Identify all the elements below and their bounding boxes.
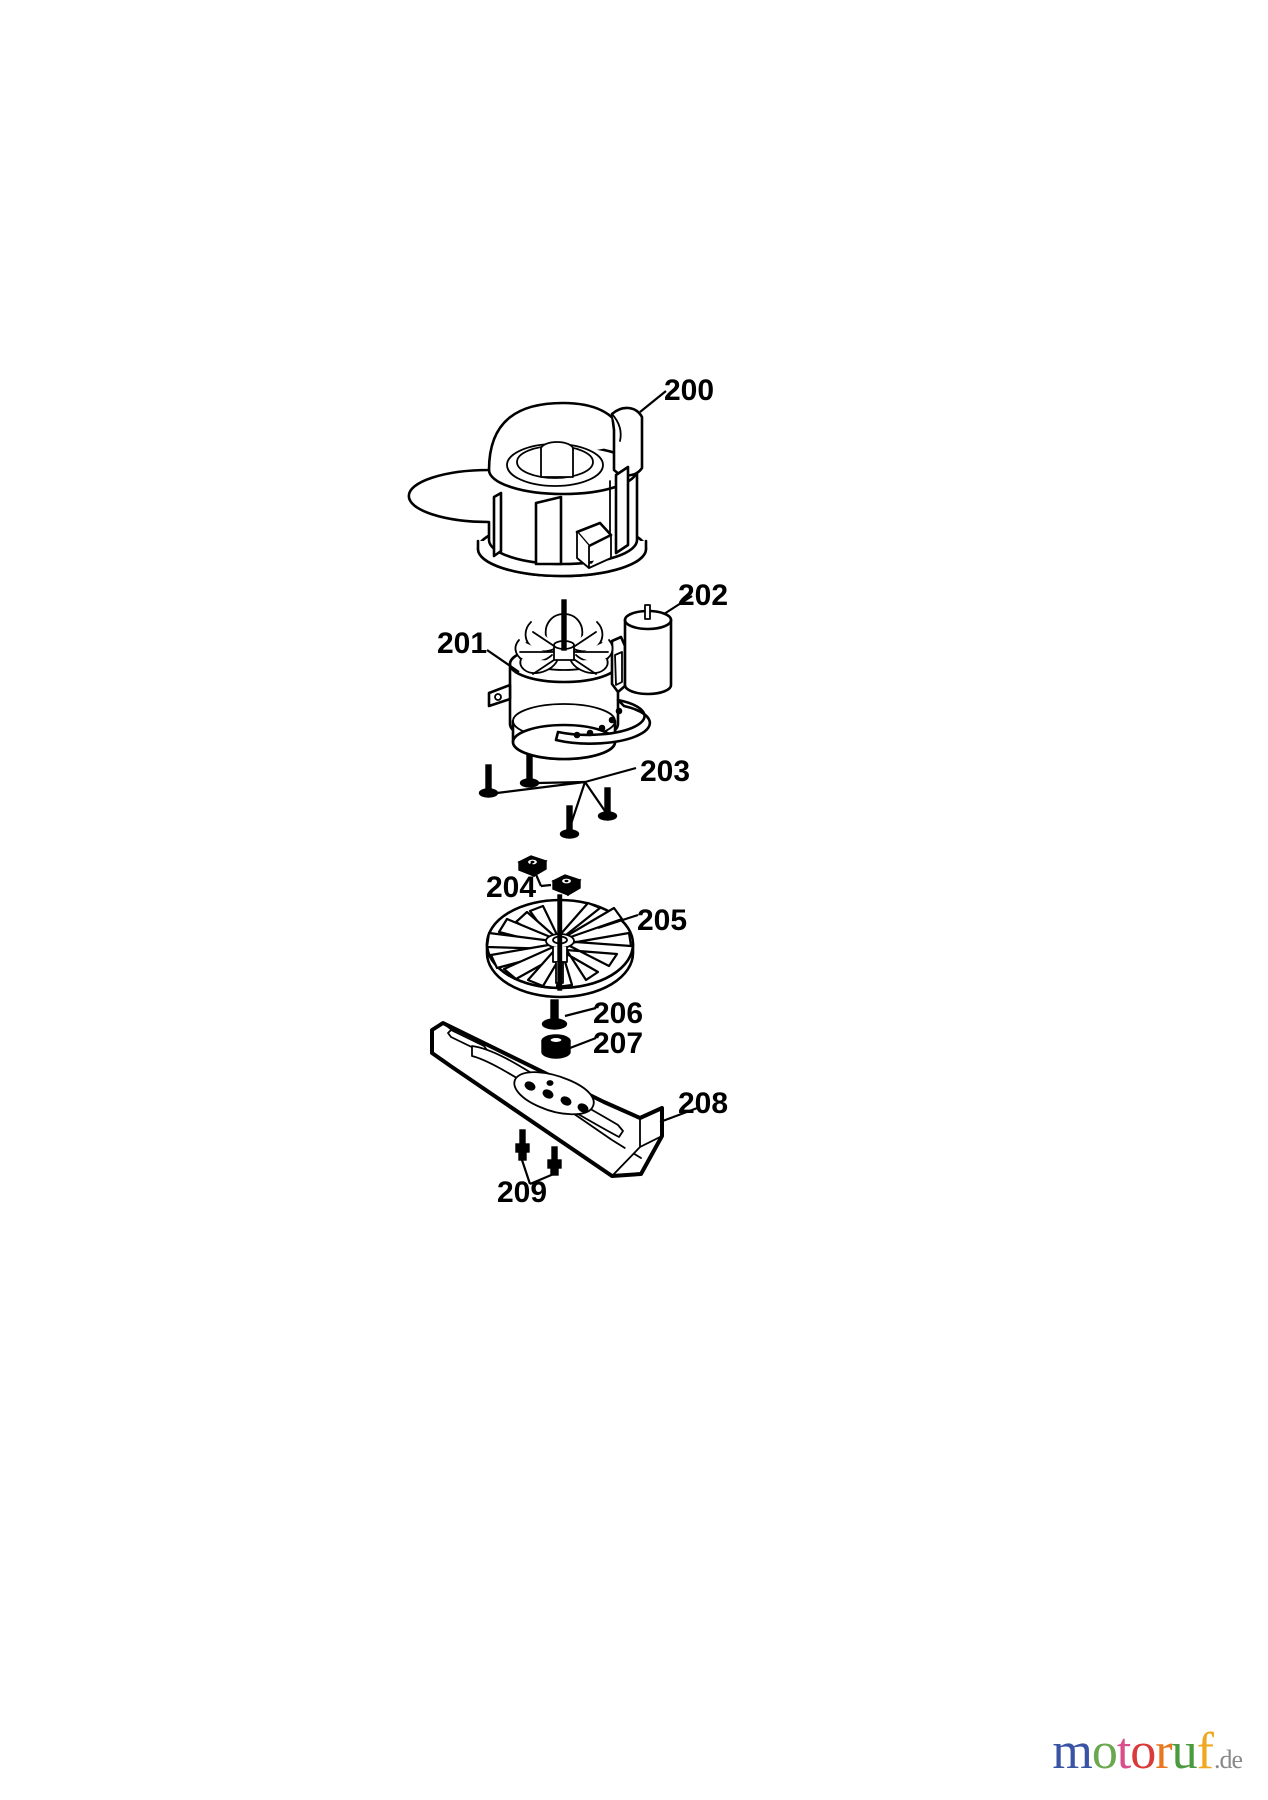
leader-206 [564, 1006, 597, 1018]
hex-nut-204-a [517, 855, 548, 878]
part-203-motor-screws: 203 [478, 754, 690, 839]
logo-letter-o1: o [1091, 1723, 1118, 1780]
callout-label-206: 206 [593, 997, 643, 1030]
logo-letter-t: t [1116, 1723, 1131, 1780]
part-202-capacitor: 202 [623, 579, 728, 696]
callout-label-205: 205 [637, 904, 687, 937]
part-201-electric-motor: 201 [437, 599, 652, 761]
leader-204-a [529, 862, 543, 887]
leader-203-c [567, 781, 587, 831]
leader-203-d [584, 781, 608, 815]
screw-203-b [519, 754, 540, 788]
screw-209-a [515, 1129, 530, 1161]
leader-208 [659, 1105, 701, 1124]
leader-205 [597, 913, 639, 930]
screw-209-b [547, 1146, 562, 1176]
leader-209-b [529, 1171, 557, 1186]
callout-label-204: 204 [486, 871, 536, 904]
part-206-blade-bolt: 206 [541, 997, 643, 1030]
callout-label-200: 200 [664, 374, 714, 407]
callout-label-208: 208 [678, 1087, 728, 1120]
part-207-spacer: 207 [541, 1027, 643, 1060]
callout-label-207: 207 [593, 1027, 643, 1060]
logo-suffix-de: .de [1213, 1745, 1243, 1774]
leader-203-main [584, 766, 637, 784]
logo-letter-o2: o [1130, 1723, 1156, 1780]
part-208-cutting-blade: 208 [430, 1021, 728, 1178]
leader-202 [663, 595, 693, 615]
logo-letter-m: m [1052, 1723, 1092, 1780]
logo-letter-u: u [1171, 1723, 1198, 1780]
leader-207 [569, 1036, 597, 1050]
screw-203-a [478, 764, 499, 798]
callout-label-203: 203 [640, 755, 690, 788]
callout-label-202: 202 [678, 579, 728, 612]
screw-203-d [597, 787, 618, 821]
fan-blades [485, 901, 633, 989]
leader-203-a [496, 780, 586, 795]
motor-internal-fan [514, 599, 614, 675]
part-200-motor-housing: 200 [407, 374, 714, 578]
leader-204-b [540, 883, 552, 888]
part-209-blade-screws: 209 [497, 1129, 562, 1209]
part-204-hex-nuts: 204 [486, 855, 582, 904]
leader-203-b [537, 780, 586, 785]
motoruf-watermark: m o t o r u f .de [1052, 1723, 1243, 1780]
leader-201 [486, 649, 520, 673]
leader-209-a [520, 1159, 532, 1185]
callout-label-209: 209 [497, 1176, 547, 1209]
leader-200 [639, 390, 667, 413]
logo-letter-r: r [1155, 1723, 1172, 1780]
logo-letter-f: f [1196, 1723, 1214, 1780]
part-205-cooling-fan: 205 [485, 894, 687, 999]
hex-nut-204-b [551, 874, 582, 897]
callout-label-201: 201 [437, 627, 487, 660]
